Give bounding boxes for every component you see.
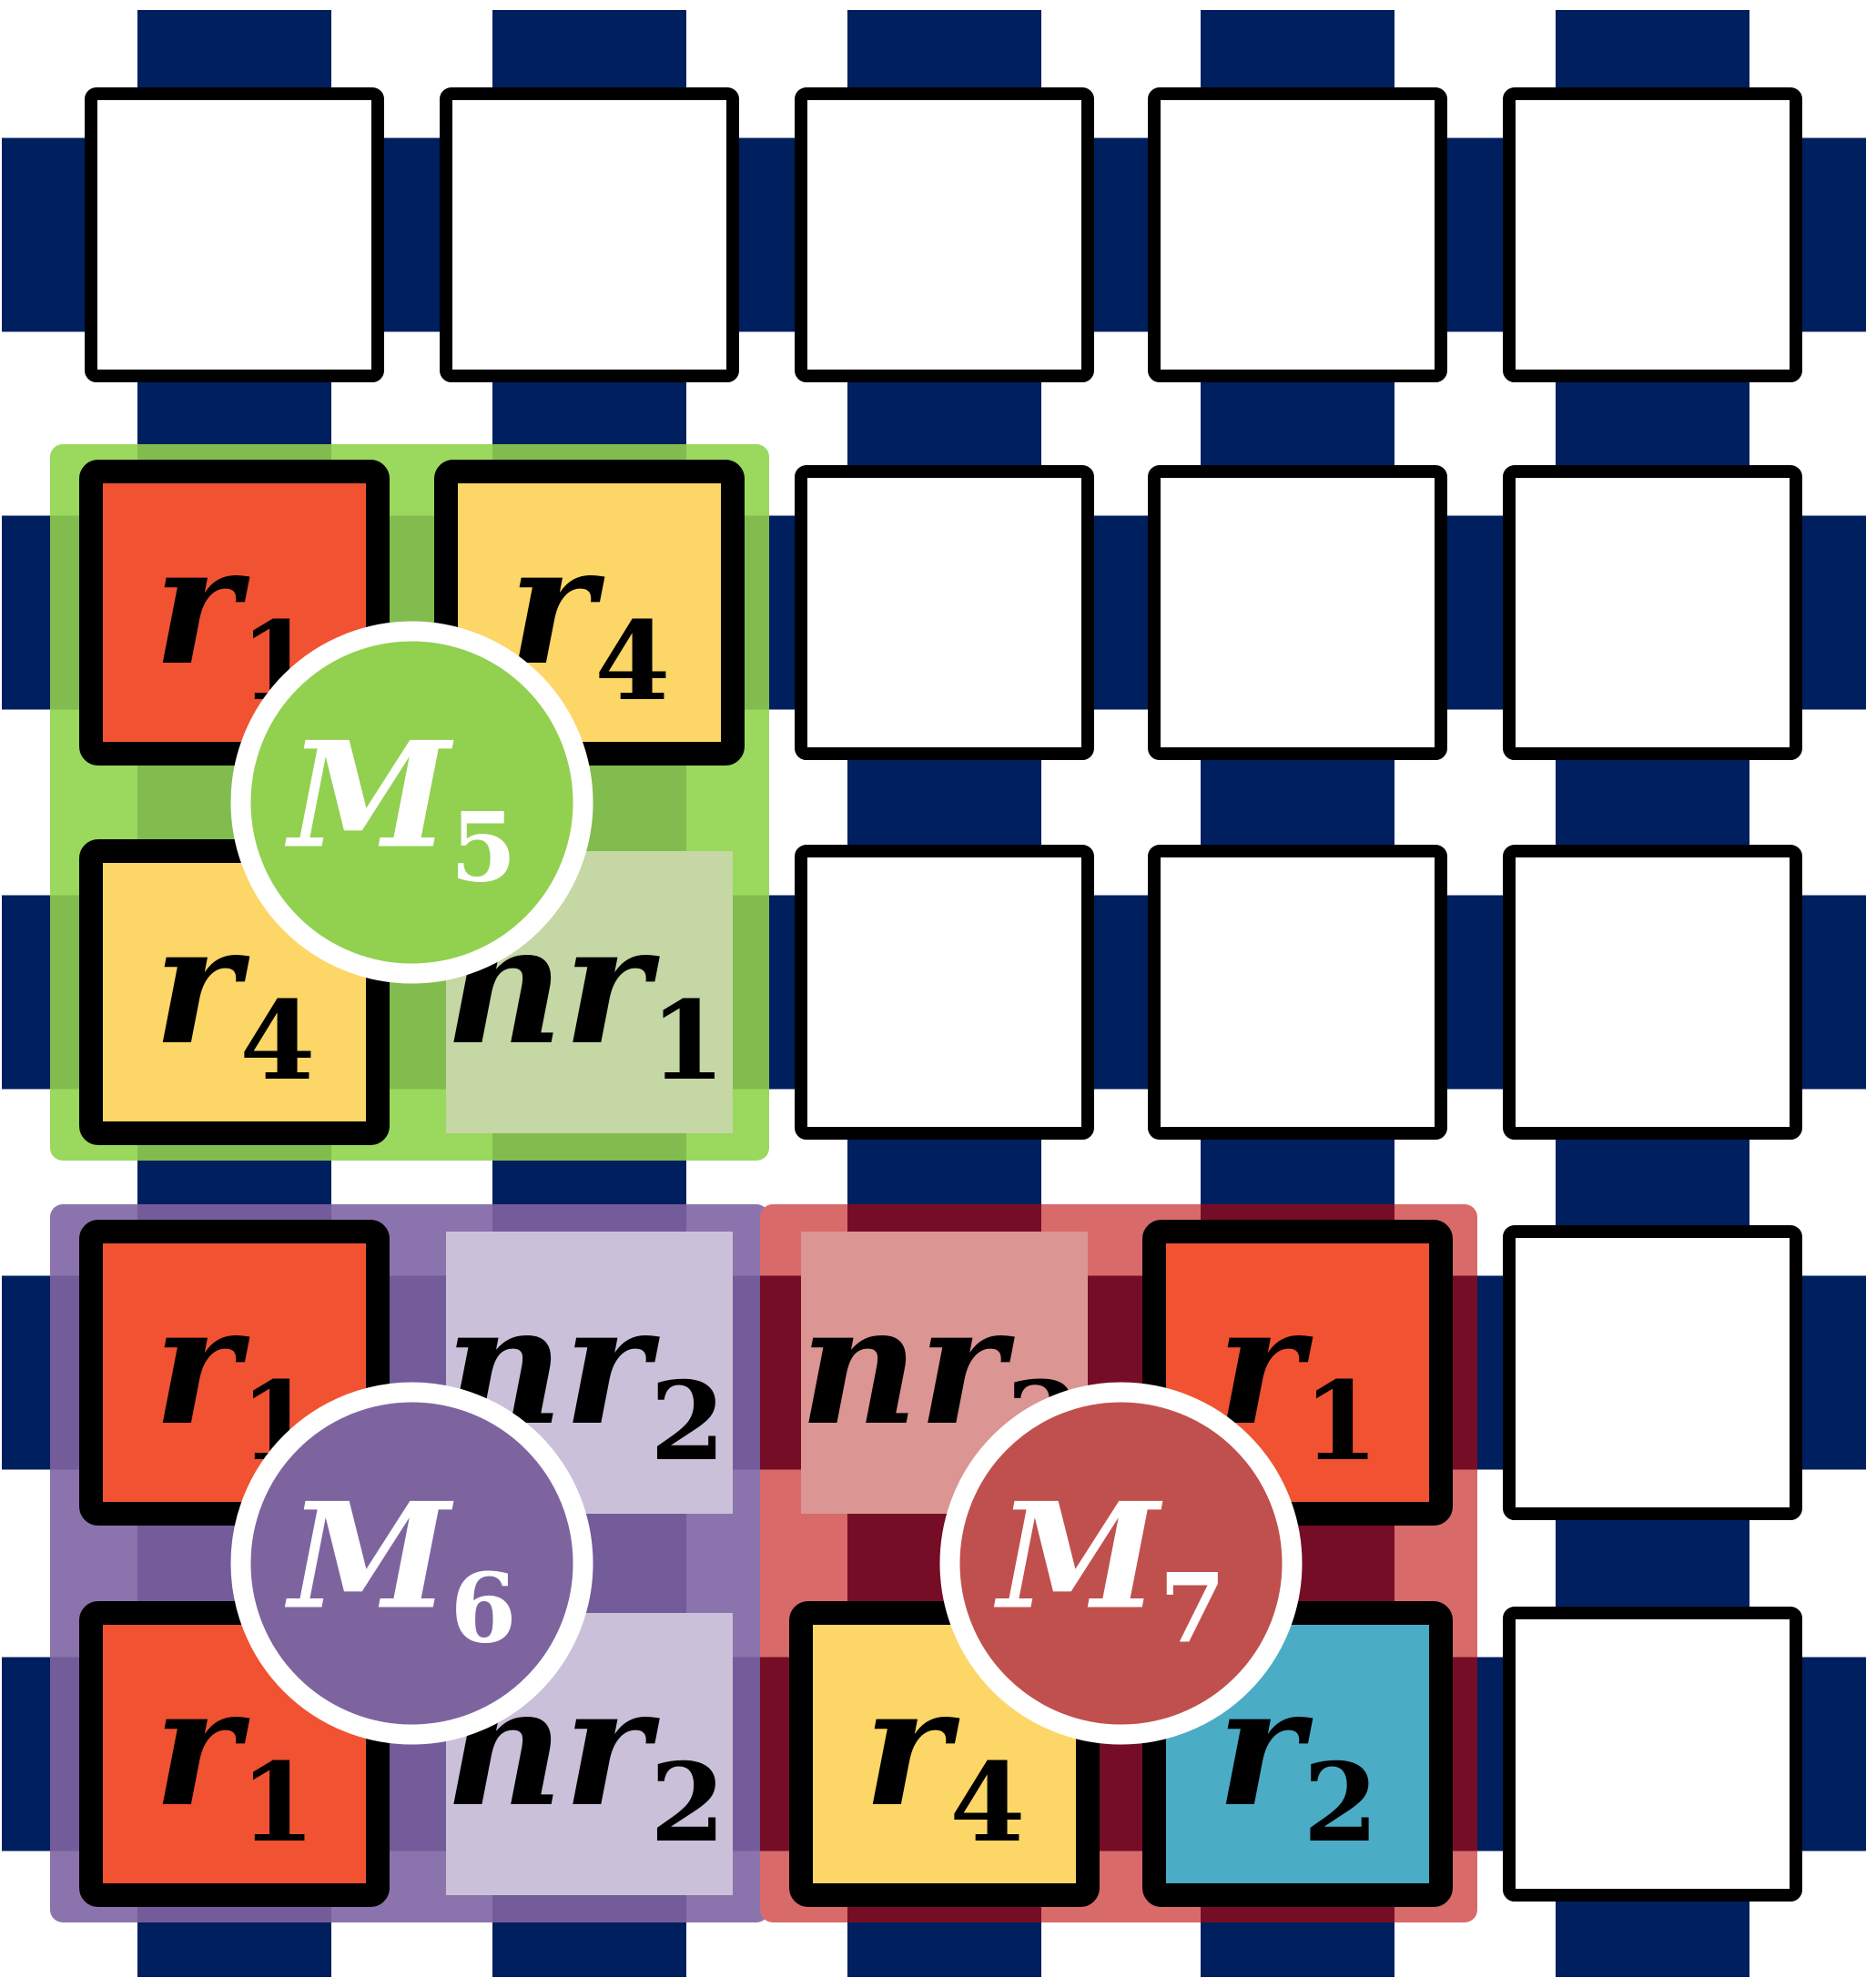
module-circle <box>230 1382 593 1745</box>
empty-cell <box>795 87 1094 382</box>
empty-cell <box>1148 87 1447 382</box>
wire-top <box>847 767 1041 854</box>
connector-h <box>733 895 769 1090</box>
cell-label: r1 <box>154 1651 316 1867</box>
cell-label: r4 <box>864 1651 1026 1867</box>
wire-right <box>1791 895 1866 1090</box>
module-label-base: M <box>284 710 454 881</box>
wire-top <box>847 388 1041 474</box>
wire-top <box>1201 767 1394 854</box>
connector-v <box>492 1133 686 1161</box>
cell-label-subscript: 2 <box>1303 1740 1379 1867</box>
empty-cell <box>1503 1607 1802 1902</box>
module-label: M5 <box>284 710 516 904</box>
cell-box <box>1148 465 1447 760</box>
connector-h <box>760 1275 801 1470</box>
cell-label-subscript: 1 <box>240 1740 316 1867</box>
cell-box <box>1503 87 1802 382</box>
cell-box <box>1148 87 1447 382</box>
empty-cell <box>1503 1225 1802 1520</box>
module-label-base: M <box>284 1471 454 1642</box>
wire-right <box>1791 137 1866 332</box>
cell-box <box>85 87 384 382</box>
cell-label-base: nr <box>799 1270 1015 1462</box>
module-badge-m6: M6 <box>230 1382 593 1745</box>
empty-cell <box>85 87 384 382</box>
cell-label-base: r <box>154 1270 250 1462</box>
wire-right <box>1791 1657 1866 1851</box>
empty-cell <box>1148 465 1447 760</box>
module-label: M6 <box>284 1471 516 1665</box>
empty-cell <box>1148 845 1447 1140</box>
module-badge-m7: M7 <box>939 1382 1303 1745</box>
module-label-base: M <box>993 1471 1163 1642</box>
module-badge-m5: M5 <box>230 621 593 984</box>
empty-cell <box>1503 465 1802 760</box>
empty-cell <box>795 845 1094 1140</box>
wire-right <box>1791 1275 1866 1470</box>
cell-label: r4 <box>154 889 316 1105</box>
cell-box <box>440 87 739 382</box>
wire-top <box>137 10 331 96</box>
module-label-subscript: 5 <box>451 791 517 904</box>
wire-top <box>1556 388 1749 474</box>
cell-box <box>795 87 1094 382</box>
connector-v <box>492 1204 686 1232</box>
cell-label-base: r <box>864 1651 960 1843</box>
cell-box <box>1503 465 1802 760</box>
module-circle <box>939 1382 1303 1745</box>
wire-top <box>1556 10 1749 96</box>
r-cell: r4 <box>434 460 745 766</box>
wire-top <box>847 10 1041 96</box>
empty-cell <box>1503 87 1802 382</box>
wire-top <box>1556 767 1749 854</box>
module-label-subscript: 7 <box>1160 1552 1226 1665</box>
cell-label-subscript: 4 <box>595 598 671 725</box>
wire-top <box>1201 388 1394 474</box>
cell-label-subscript: 2 <box>650 1740 725 1867</box>
empty-cell <box>795 465 1094 760</box>
wire-left <box>2 137 88 332</box>
wire-top <box>1556 1148 1749 1234</box>
cell-label-base: r <box>154 510 250 702</box>
cell-label-subscript: 2 <box>650 1358 725 1486</box>
cell-label-subscript: 4 <box>240 978 316 1105</box>
module-circle <box>230 621 593 984</box>
cell-label-base: r <box>154 1651 250 1843</box>
cell-box <box>795 845 1094 1140</box>
wire-bottom <box>1556 1891 1749 1977</box>
module-label: M7 <box>993 1471 1225 1665</box>
wire-top <box>492 10 686 96</box>
cell-label: r4 <box>509 510 671 725</box>
connector-v <box>847 1204 1041 1232</box>
empty-cell <box>440 87 739 382</box>
connector-v <box>492 1895 686 1922</box>
wire-right <box>1791 515 1866 710</box>
cell-box <box>1148 845 1447 1140</box>
wire-top <box>1201 10 1394 96</box>
cell-label-subscript: 1 <box>1303 1358 1379 1486</box>
cell-box <box>795 465 1094 760</box>
cell-box <box>1503 1607 1802 1902</box>
cell-label-base: r <box>154 889 250 1081</box>
cell-label-subscript: 4 <box>950 1740 1026 1867</box>
wire-top <box>1556 1529 1749 1616</box>
cell-label-subscript: 1 <box>650 978 725 1105</box>
cell-box <box>1503 1225 1802 1520</box>
module-label-subscript: 6 <box>451 1552 517 1665</box>
empty-cell <box>1503 845 1802 1140</box>
cell-box <box>1503 845 1802 1140</box>
